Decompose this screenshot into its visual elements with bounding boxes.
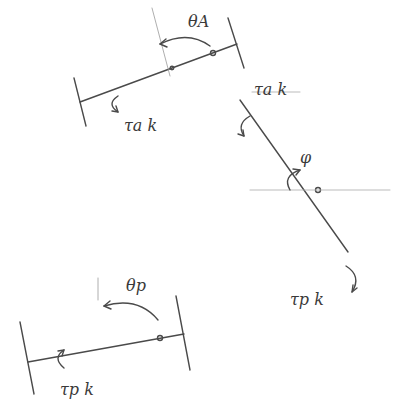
symbol-label: θp	[126, 278, 146, 294]
symbol-label: θA	[188, 14, 209, 30]
symbol-label: τa k	[124, 118, 157, 134]
symbol-label: τa k	[254, 82, 287, 98]
symbol-label: τp k	[60, 382, 94, 398]
symbol-label: τp k	[290, 292, 324, 308]
symbol-label: φ	[300, 150, 311, 166]
